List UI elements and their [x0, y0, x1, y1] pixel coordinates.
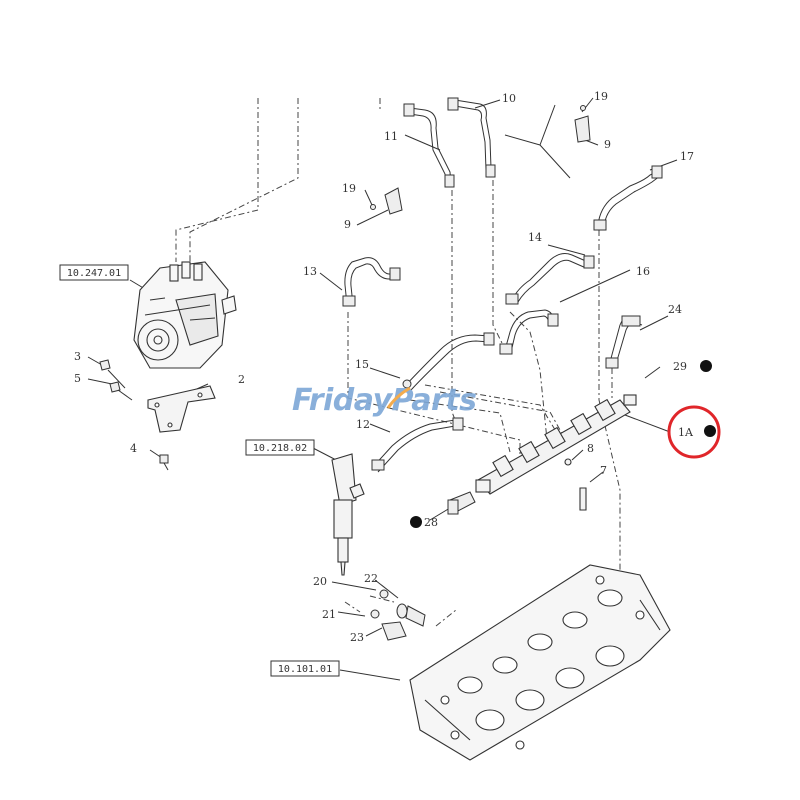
callout-7: 7 — [600, 464, 607, 477]
callout-8: 8 — [587, 442, 594, 455]
head-ref-label: 10.101.01 — [278, 664, 332, 675]
callout-21: 21 — [322, 608, 336, 621]
svg-text:FridayParts: FridayParts — [292, 383, 476, 418]
callout-1A: 1A — [678, 426, 694, 439]
callout-16: 16 — [636, 265, 650, 278]
injector-illustration — [331, 453, 365, 576]
marker-dot-29 — [700, 360, 712, 372]
fuel-pump-illustration — [133, 261, 237, 369]
callout-17: 17 — [680, 150, 694, 163]
pipe-fittings — [342, 97, 663, 471]
callout-24: 24 — [668, 303, 682, 316]
cylinder-head-illustration — [409, 564, 671, 761]
injector-ref-box — [245, 439, 315, 456]
callout-12: 12 — [356, 418, 370, 431]
callout-5: 5 — [74, 372, 81, 385]
reference-boxes: 10.247.01 10.218.02 10.101.01 — [59, 264, 340, 677]
highlight-circle — [667, 405, 721, 459]
marker-dot-28 — [410, 516, 422, 528]
callout-13: 13 — [303, 265, 317, 278]
pump-bolts — [99, 359, 169, 471]
pump-ref-label: 10.247.01 — [67, 268, 121, 279]
callout-11: 11 — [384, 130, 398, 143]
callout-10: 10 — [502, 92, 516, 105]
pressure-sensor — [447, 491, 476, 515]
pump-ref-box — [59, 264, 129, 281]
callout-22: 22 — [364, 572, 378, 585]
callout-15: 15 — [355, 358, 369, 371]
callout-23: 23 — [350, 631, 364, 644]
callout-29: 29 — [673, 360, 687, 373]
callout-4: 4 — [130, 442, 137, 455]
watermark-logo: FridayParts — [292, 383, 477, 418]
injector-ref-label: 10.218.02 — [253, 443, 307, 454]
small-fittings — [370, 589, 426, 641]
common-rail — [475, 394, 637, 511]
note-markers — [410, 360, 716, 528]
callout-19-top: 19 — [594, 90, 608, 103]
callout-28: 28 — [424, 516, 438, 529]
pipe-clamps — [370, 105, 591, 215]
head-ref-box — [270, 660, 340, 677]
callout-9-left: 9 — [344, 218, 351, 231]
marker-dot-1A — [704, 425, 716, 437]
watermark-accent-swoosh — [386, 386, 411, 409]
callout-20: 20 — [313, 575, 327, 588]
callout-19-left: 19 — [342, 182, 356, 195]
watermark-word-1: Friday — [292, 383, 394, 418]
callout-2: 2 — [238, 373, 245, 386]
callout-9-right: 9 — [604, 138, 611, 151]
leader-lines — [87, 97, 678, 681]
callout-numbers: 10 19 11 9 17 19 9 14 13 16 24 3 15 29 5… — [74, 90, 694, 644]
fuel-pipes — [344, 99, 661, 473]
callout-3: 3 — [74, 350, 81, 363]
callout-14: 14 — [528, 231, 542, 244]
watermark-word-2: Parts — [392, 383, 477, 418]
dashed-guide-lines — [175, 98, 621, 627]
pump-bracket — [147, 385, 216, 433]
